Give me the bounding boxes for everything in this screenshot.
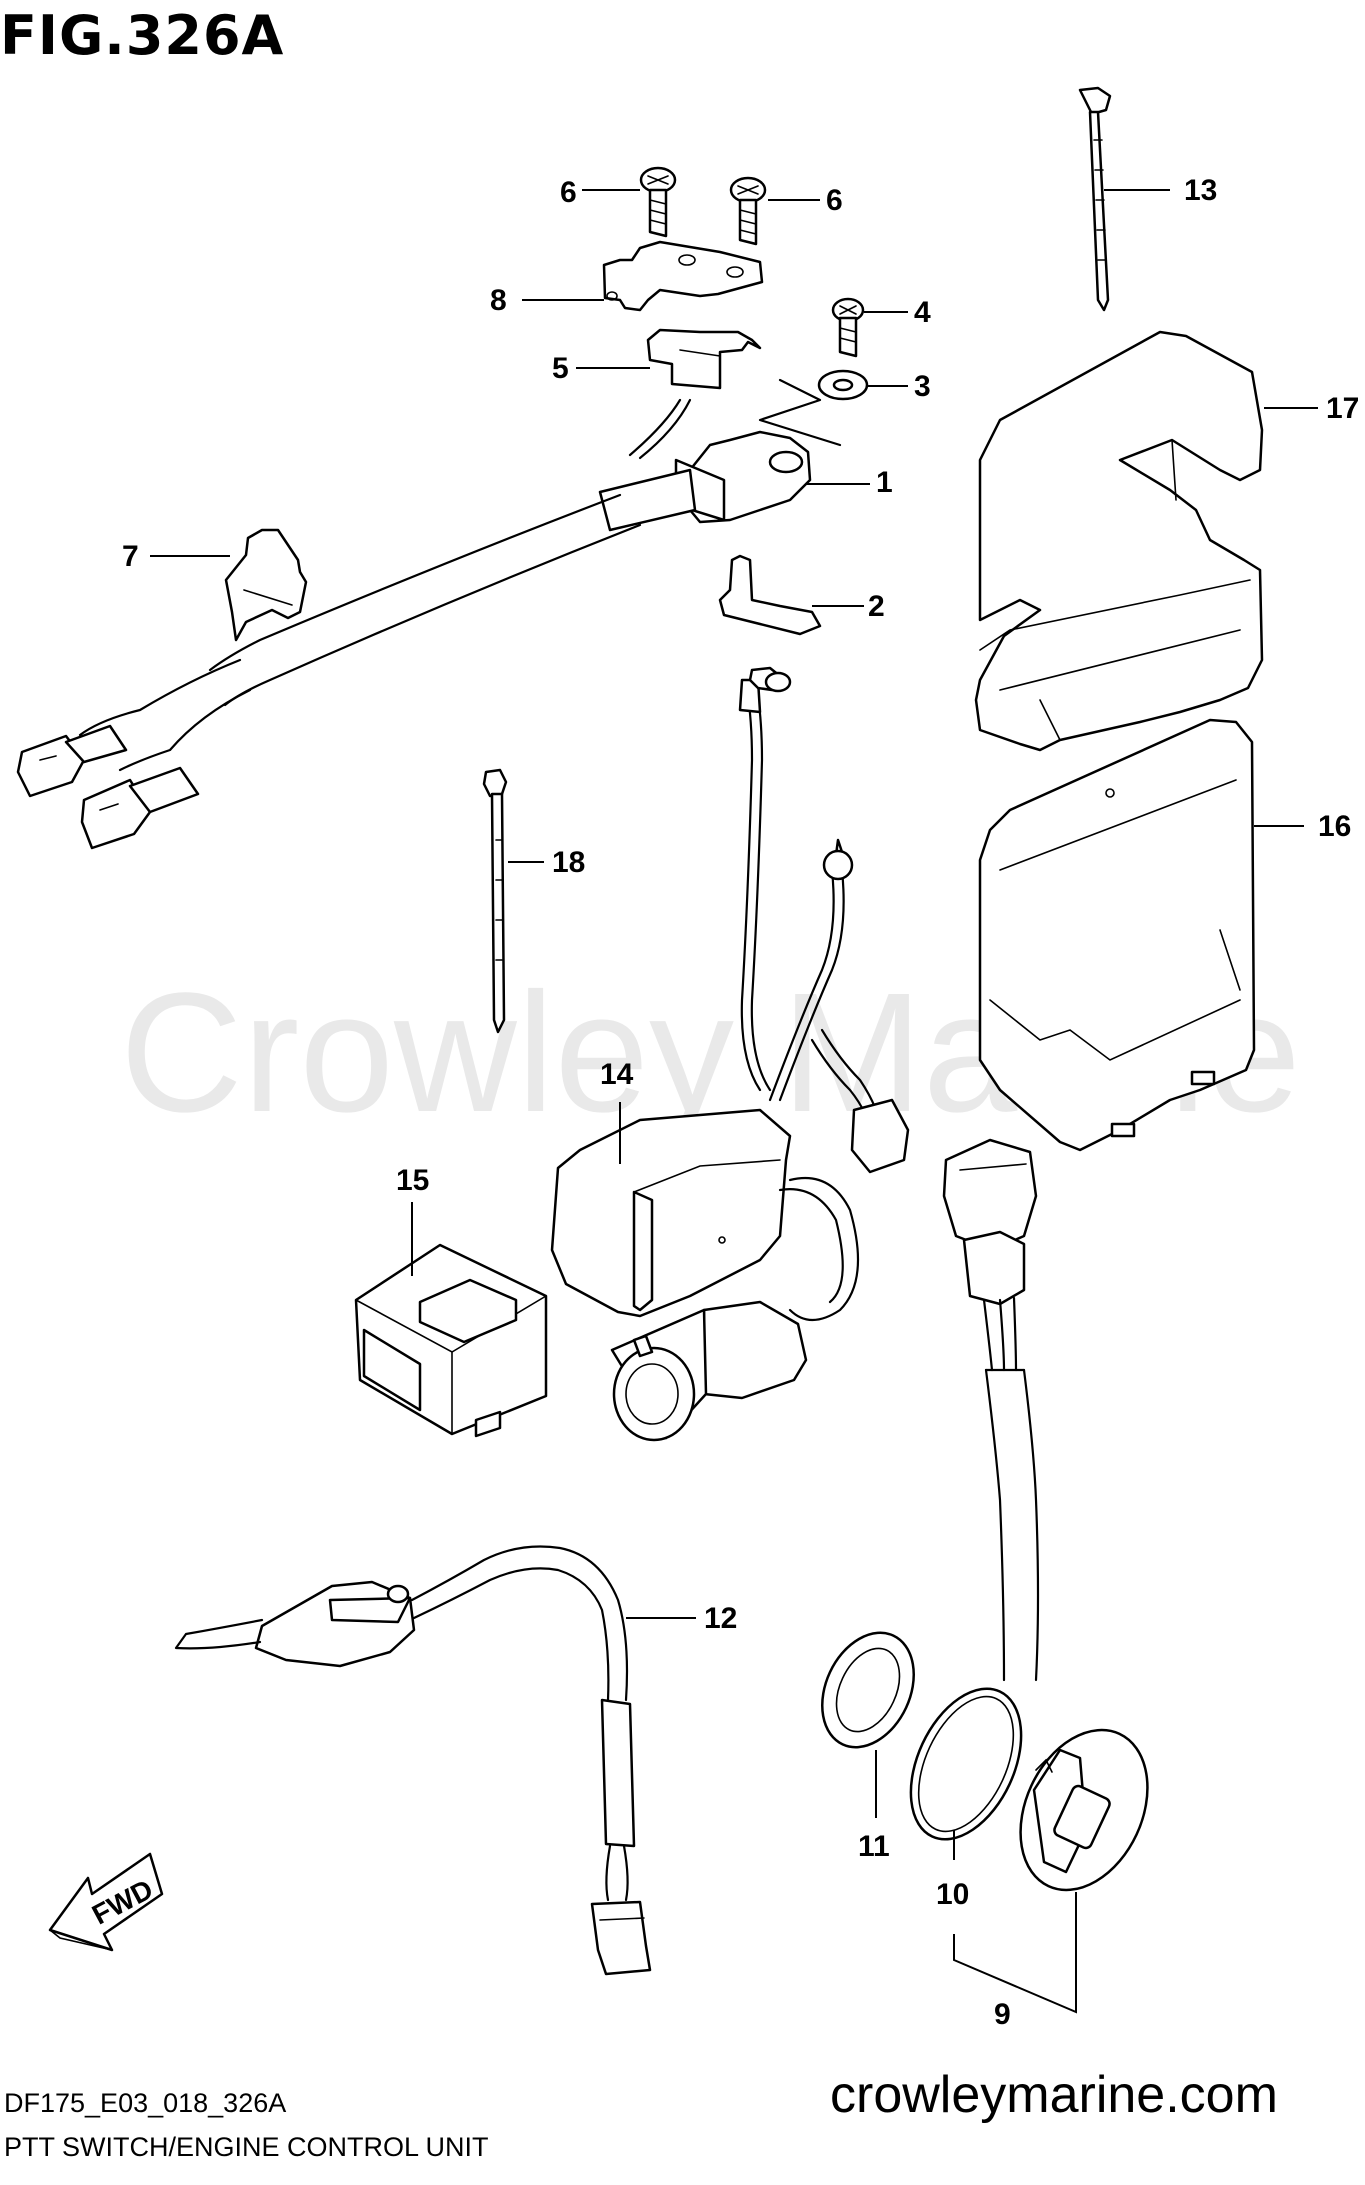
callout-5: 5: [552, 352, 569, 385]
callout-15: 15: [396, 1164, 429, 1197]
screw-6-left: [639, 166, 677, 238]
washer-3: [817, 369, 869, 401]
figure-title: FIG.326A: [0, 4, 285, 67]
leader-lines: [150, 189, 1318, 2014]
callout-14: 14: [600, 1058, 634, 1091]
website-url: crowleymarine.com: [830, 2066, 1278, 2124]
callout-4: 4: [914, 296, 931, 329]
callout-11: 11: [858, 1830, 890, 1863]
screw-4: [831, 297, 865, 358]
ecu-16: [978, 718, 1256, 1152]
callout-16: 16: [1318, 810, 1351, 843]
callout-18: 18: [552, 846, 585, 879]
callout-2: 2: [868, 590, 885, 623]
callout-17: 17: [1326, 392, 1359, 425]
cable-tie-18: [482, 768, 508, 1034]
switch-5: [646, 328, 762, 390]
figure-caption: PTT SWITCH/ENGINE CONTROL UNIT: [4, 2132, 489, 2162]
switch-panel-9: [1019, 1728, 1149, 1892]
bezel-11: [821, 1631, 915, 1749]
lever-2: [718, 554, 822, 636]
screw-6-right: [729, 176, 767, 246]
callout-8: 8: [490, 284, 507, 317]
cable-tie-13: [1078, 86, 1112, 312]
callout-12: 12: [704, 1602, 737, 1635]
callout-6-left: 6: [560, 176, 577, 209]
harness-panel-switch: [942, 1138, 1040, 1682]
callout-10: 10: [936, 1878, 969, 1911]
relay-box-15: [354, 1243, 548, 1438]
callout-3: 3: [914, 370, 931, 403]
figure-code: DF175_E03_018_326A: [4, 2088, 287, 2118]
callout-1: 1: [876, 466, 893, 499]
o-ring-10: [909, 1687, 1023, 1841]
clip-7: [224, 528, 308, 642]
relay-14: [550, 666, 910, 1442]
callout-9: 9: [994, 1998, 1011, 2031]
callout-7: 7: [122, 540, 139, 573]
callout-13: 13: [1184, 174, 1217, 207]
cover-17: [974, 330, 1264, 752]
wire-harness-main: [78, 398, 697, 772]
connector-pair-left: [16, 724, 200, 850]
trim-switch-12: [174, 1545, 652, 1976]
callout-6-right: 6: [826, 184, 843, 217]
fwd-arrow: FWD: [48, 1852, 164, 1952]
bracket-8: [602, 240, 764, 312]
